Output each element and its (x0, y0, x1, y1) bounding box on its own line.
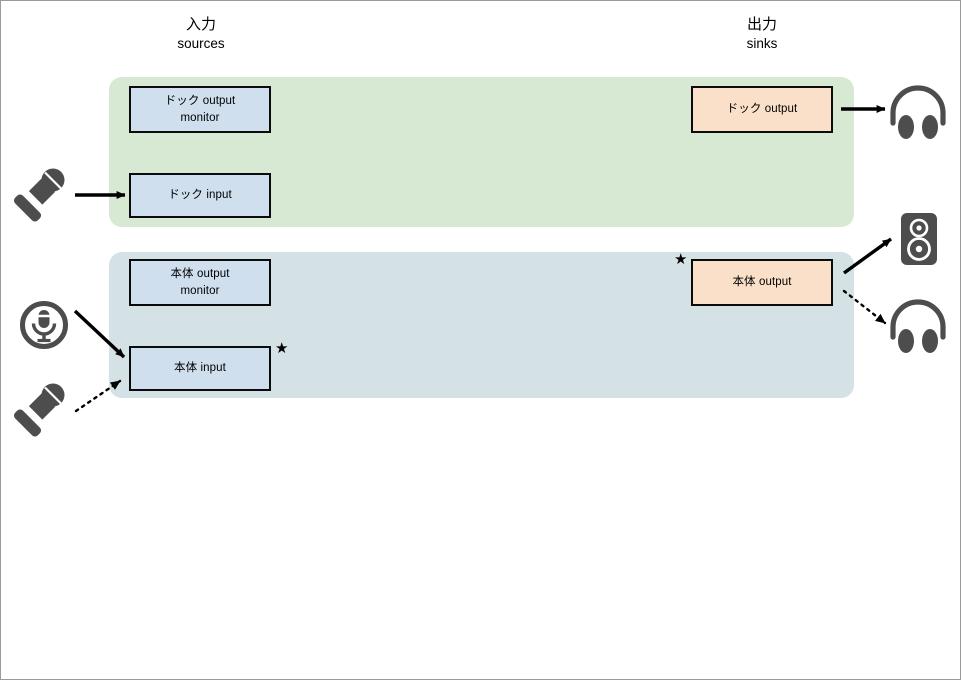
node-dock-output-label: ドック output (726, 103, 798, 116)
node-main-output[interactable]: 本体 output (691, 259, 833, 306)
headphones-icon (890, 299, 946, 353)
node-dock-input[interactable]: ドック input (129, 173, 271, 218)
node-main-output-monitor-line2: monitor (180, 284, 220, 297)
sources-heading-en: sources (177, 35, 225, 51)
node-main-input-label: 本体 input (174, 362, 226, 375)
node-main-output-monitor-line1: 本体 output (170, 268, 230, 281)
node-main-input[interactable]: 本体 input (129, 346, 271, 391)
star-marker-main-input: ★ (275, 340, 289, 357)
sources-heading-jp: 入力 (185, 16, 216, 33)
node-dock-output-monitor[interactable]: ドック output monitor (129, 86, 271, 133)
handheld-microphone-icon (13, 383, 65, 437)
node-dock-input-label: ドック input (168, 189, 232, 202)
speaker-icon (901, 213, 937, 265)
sinks-heading-jp: 出力 (746, 16, 777, 33)
sources-column-heading: 入力 sources (141, 15, 261, 53)
node-main-output-monitor[interactable]: 本体 output monitor (129, 259, 271, 306)
headphones-icon (890, 85, 946, 139)
builtin-microphone-icon (20, 301, 68, 349)
node-dock-output-monitor-line1: ドック output (164, 95, 236, 108)
node-dock-output-monitor-line2: monitor (180, 111, 220, 124)
node-main-output-label: 本体 output (732, 276, 792, 289)
node-dock-output[interactable]: ドック output (691, 86, 833, 133)
handheld-microphone-icon (13, 168, 65, 222)
sinks-column-heading: 出力 sinks (702, 15, 822, 53)
star-marker-main-output: ★ (674, 251, 688, 268)
sinks-heading-en: sinks (746, 35, 778, 51)
